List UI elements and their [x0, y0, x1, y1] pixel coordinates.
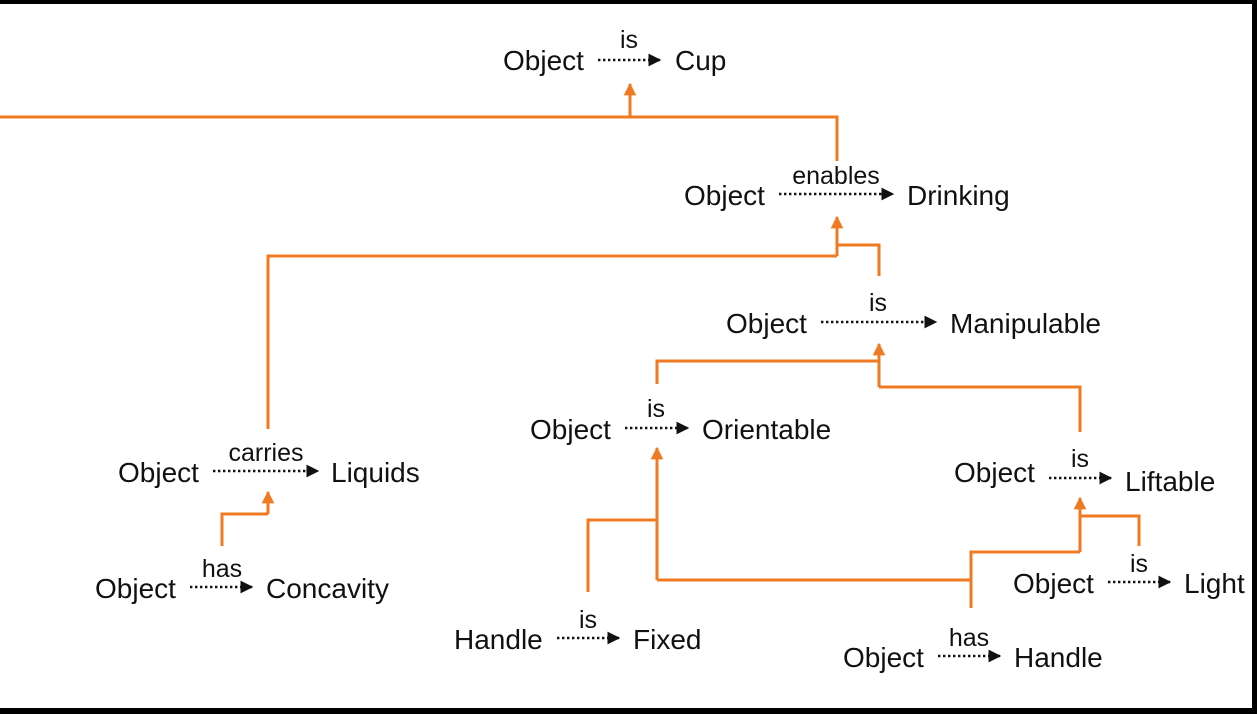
relation-label: is — [647, 395, 665, 423]
relation-label: carries — [228, 439, 303, 467]
object-label: Liftable — [1125, 466, 1215, 497]
edge-handle-to-liftable — [969, 550, 1080, 580]
triple-liquids: Object carries Liquids — [118, 439, 420, 488]
triple-concavity: Object has Concavity — [95, 555, 389, 604]
knowledge-graph: Object is Cup Object enables Drinking Ob… — [0, 26, 1245, 673]
triple-handle: Object has Handle — [843, 624, 1103, 673]
triple-drinking: Object enables Drinking — [684, 162, 1010, 211]
triple-cup: Object is Cup — [503, 26, 726, 76]
relation-label: is — [1071, 445, 1089, 473]
triple-manipulable: Object is Manipulable — [726, 289, 1101, 339]
object-label: Manipulable — [950, 308, 1101, 339]
object-label: Concavity — [266, 573, 389, 604]
edge-handle-to-orient — [657, 578, 973, 608]
relation-label: has — [949, 624, 989, 652]
subject-label: Object — [726, 308, 807, 339]
subject-label: Object — [954, 457, 1035, 488]
object-label: Handle — [1014, 642, 1103, 673]
support-edges — [0, 82, 1141, 608]
triple-liftable: Object is Liftable — [954, 445, 1215, 497]
triple-orientable: Object is Orientable — [530, 395, 831, 445]
relation-label: is — [579, 606, 597, 634]
subject-label: Object — [118, 457, 199, 488]
subject-label: Object — [530, 414, 611, 445]
object-label: Light — [1184, 568, 1245, 599]
edge-orient-to-manip — [655, 359, 879, 384]
object-label: Drinking — [907, 180, 1010, 211]
edge-fixed-to-orient — [586, 518, 657, 592]
edge-drinking-to-cup — [0, 115, 839, 161]
edge-light-to-liftable — [1080, 514, 1141, 546]
subject-label: Object — [503, 45, 584, 76]
relation-label: is — [1130, 550, 1148, 578]
subject-label: Object — [684, 180, 765, 211]
object-label: Fixed — [633, 624, 701, 655]
object-label: Liquids — [331, 457, 420, 488]
subject-label: Object — [843, 642, 924, 673]
subject-label: Object — [95, 573, 176, 604]
object-label: Cup — [675, 45, 726, 76]
relation-label: enables — [792, 162, 880, 190]
edge-manip-to-drinking — [837, 243, 881, 276]
relation-label: is — [620, 26, 638, 54]
edge-liquids-to-drinking — [266, 254, 837, 429]
subject-label: Object — [1013, 568, 1094, 599]
triple-fixed: Handle is Fixed — [454, 606, 701, 655]
relation-label: has — [202, 555, 242, 583]
relation-label: is — [869, 289, 887, 317]
triple-light: Object is Light — [1013, 550, 1245, 599]
object-label: Orientable — [702, 414, 831, 445]
edge-liftable-to-manip — [879, 385, 1082, 432]
edge-concavity-to-liquids — [220, 512, 268, 546]
diagram-canvas: Object is Cup Object enables Drinking Ob… — [0, 4, 1252, 708]
subject-label: Handle — [454, 624, 543, 655]
